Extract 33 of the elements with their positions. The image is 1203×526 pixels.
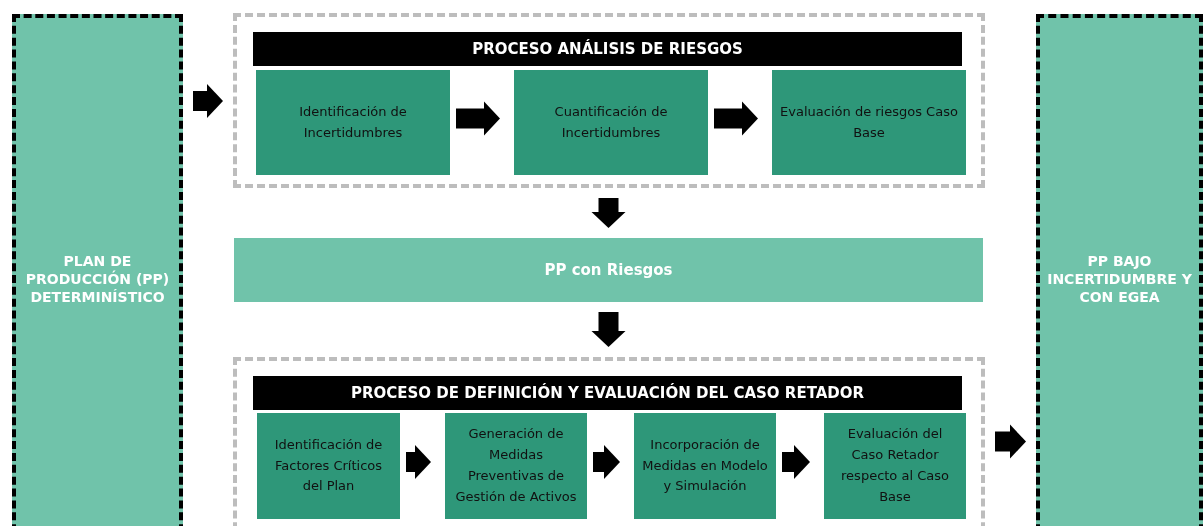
block-arrow [714,101,758,136]
step-label: Identificación de Incertidumbres [298,102,408,142]
block-arrow [193,84,223,118]
block-arrow [456,101,500,136]
step-label: Evaluación de riesgos Caso Base [779,102,959,142]
process-title-bar: PROCESO DE DEFINICIÓN Y EVALUACIÓN DEL CASO RETADOR [253,376,962,410]
process-group-frame [233,357,985,526]
input-output-box [1036,14,1203,526]
process-step-box [514,70,708,175]
step-label: Cuantificación de Incertidumbres [553,102,669,142]
process-group-frame [233,13,985,188]
block-arrow [995,424,1026,459]
block-arrow [593,445,620,479]
process-step-box [824,413,966,519]
process-step-box [772,70,966,175]
step-label: Incorporación de Medidas en Modelo y Simulación [641,435,769,496]
block-arrow [406,445,431,479]
block-arrow [591,198,626,228]
process-step-box [256,70,450,175]
process-step-box [634,413,776,519]
process-step-box [445,413,587,519]
step-label: Generación de Medidas Preventivas de Gestión de Activos [454,425,578,506]
step-label: Identificación de Factores Críticos del Plan [273,435,384,496]
input-output-box [12,14,183,526]
process-title-bar: PROCESO ANÁLISIS DE RIESGOS [253,32,962,66]
band-label: PP con Riesgos [544,261,673,279]
process-step-box [257,413,400,519]
step-label: Evaluación del Caso Retador respecto al Caso Base [840,425,950,506]
box-label: PLAN DE PRODUCCIÓN (PP) DETERMINÍSTICO [24,251,171,307]
block-arrow [782,445,810,479]
box-label: PP BAJO INCERTIDUMBRE Y CON EGEA [1046,251,1193,307]
result-band [234,238,983,302]
block-arrow [591,312,626,347]
